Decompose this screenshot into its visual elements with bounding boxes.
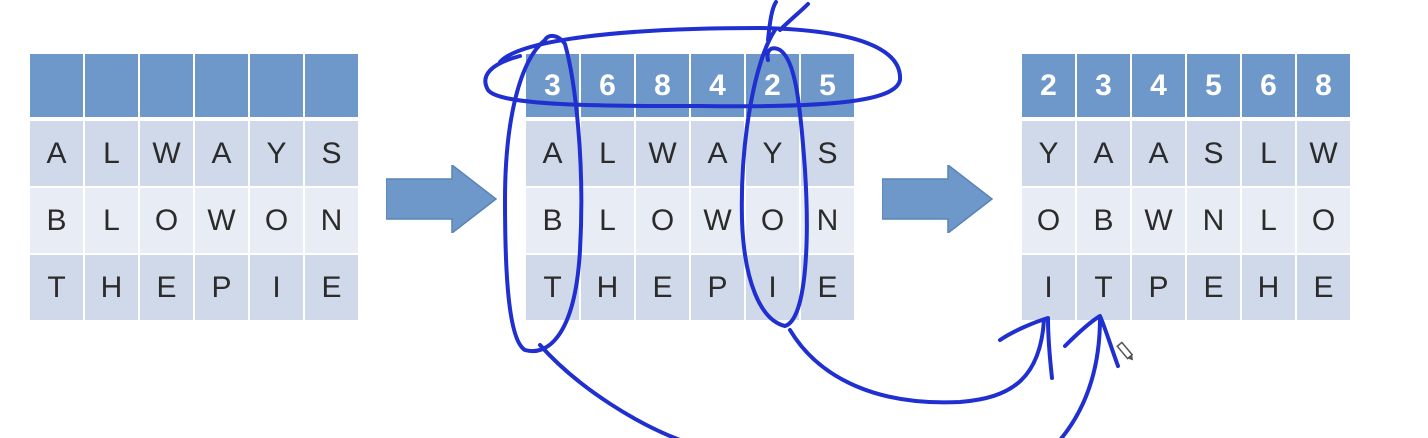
letter-cell: W — [1132, 188, 1185, 253]
letter-cell: O — [636, 188, 689, 253]
letter-cell: L — [85, 121, 138, 186]
letter-cell: E — [305, 255, 358, 320]
letter-cell: T — [30, 255, 83, 320]
pencil-cursor-icon — [1116, 341, 1134, 361]
letter-cell: Y — [1022, 121, 1075, 186]
letter-cell: S — [1187, 121, 1240, 186]
letter-cell: E — [1297, 255, 1350, 320]
letter-cell: E — [1187, 255, 1240, 320]
column-key-cell: 4 — [691, 54, 744, 117]
letter-cell: T — [526, 255, 579, 320]
letter-cell: A — [1077, 121, 1130, 186]
column-key-cell: 5 — [801, 54, 854, 117]
letter-cell: L — [1242, 121, 1295, 186]
letter-cell: H — [85, 255, 138, 320]
column-key-cell — [305, 54, 358, 117]
letter-cell: W — [195, 188, 248, 253]
letter-cell: L — [581, 188, 634, 253]
letter-cell: L — [1242, 188, 1295, 253]
letter-cell: O — [140, 188, 193, 253]
right-arrow-icon — [386, 165, 498, 233]
letter-cell: O — [250, 188, 303, 253]
right-arrow-icon — [882, 165, 994, 233]
letter-cell: E — [801, 255, 854, 320]
column-key-cell — [30, 54, 83, 117]
column-key-cell: 2 — [746, 54, 799, 117]
column-key-cell: 8 — [636, 54, 689, 117]
column-key-cell: 4 — [1132, 54, 1185, 117]
letter-cell: L — [85, 188, 138, 253]
letter-cell: P — [1132, 255, 1185, 320]
column-key-cell: 6 — [1242, 54, 1295, 117]
column-key-cell — [140, 54, 193, 117]
column-key-cell: 8 — [1297, 54, 1350, 117]
letter-cell: B — [1077, 188, 1130, 253]
letter-cell: N — [305, 188, 358, 253]
letter-cell: W — [636, 121, 689, 186]
letter-cell: A — [30, 121, 83, 186]
letter-cell: S — [305, 121, 358, 186]
letter-cell: I — [746, 255, 799, 320]
column-key-cell: 6 — [581, 54, 634, 117]
letter-cell: H — [1242, 255, 1295, 320]
letter-cell: S — [801, 121, 854, 186]
column-move-curve — [538, 314, 1120, 438]
column-key-cell — [250, 54, 303, 117]
letter-cell: O — [1022, 188, 1075, 253]
letter-cell: E — [636, 255, 689, 320]
letter-cell: W — [140, 121, 193, 186]
letter-cell: I — [250, 255, 303, 320]
letter-cell: T — [1077, 255, 1130, 320]
letter-cell: A — [195, 121, 248, 186]
letter-cell: A — [691, 121, 744, 186]
column-key-cell: 3 — [1077, 54, 1130, 117]
column-key-cell: 3 — [526, 54, 579, 117]
column-move-curve — [788, 316, 1054, 405]
letter-cell: Y — [250, 121, 303, 186]
letter-cell: O — [1297, 188, 1350, 253]
letter-cell: N — [801, 188, 854, 253]
letter-cell: W — [691, 188, 744, 253]
letter-cell: B — [30, 188, 83, 253]
letter-cell: H — [581, 255, 634, 320]
letter-cell: I — [1022, 255, 1075, 320]
column-key-cell — [85, 54, 138, 117]
letter-cell: L — [581, 121, 634, 186]
letter-cell: A — [1132, 121, 1185, 186]
column-key-cell: 5 — [1187, 54, 1240, 117]
column-key-cell — [195, 54, 248, 117]
letter-cell: N — [1187, 188, 1240, 253]
letter-cell: P — [195, 255, 248, 320]
letter-cell: O — [746, 188, 799, 253]
letter-cell: P — [691, 255, 744, 320]
letter-cell: Y — [746, 121, 799, 186]
column-key-cell: 2 — [1022, 54, 1075, 117]
letter-cell: B — [526, 188, 579, 253]
ink-scribble-stroke — [766, 0, 810, 42]
letter-cell: W — [1297, 121, 1350, 186]
letter-cell: E — [140, 255, 193, 320]
letter-cell: A — [526, 121, 579, 186]
